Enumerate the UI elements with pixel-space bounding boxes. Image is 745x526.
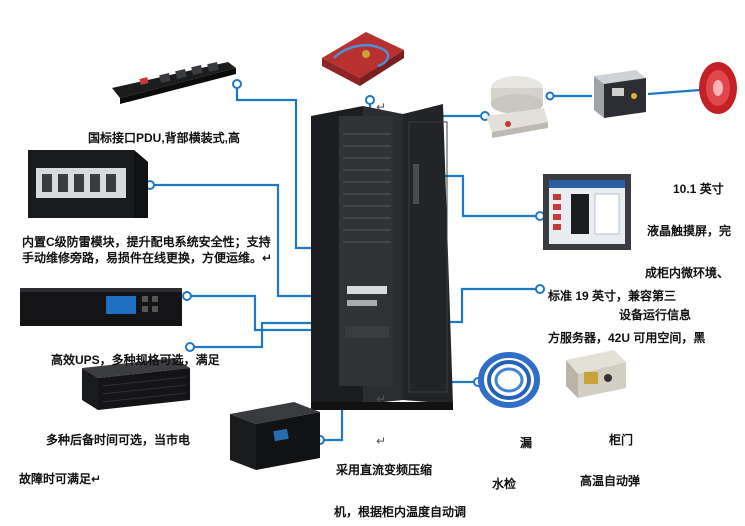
door-label-1: 柜门	[609, 433, 634, 447]
env-label-1: 成柜内微环境、	[645, 266, 730, 280]
pdu-strip-icon	[112, 61, 236, 104]
water-leak-label-1: 漏	[520, 436, 533, 450]
water-sensor-cable-icon	[478, 352, 540, 408]
compressor-label-2: 机，根据柜内温度自动调	[334, 505, 467, 519]
drip-tray-icon	[322, 32, 404, 86]
ups-rack-icon	[20, 288, 182, 326]
line-ups-rack	[190, 321, 346, 349]
std-label-1: 标准 19 英寸，兼容第三	[548, 289, 677, 303]
return-mark: ↵	[376, 434, 387, 448]
compressor-label-1: 采用直流变频压缩	[336, 463, 433, 477]
line-ctrl-alarm	[647, 88, 701, 96]
controller-box-icon	[594, 70, 646, 118]
alarm-light-icon	[699, 62, 737, 114]
env-label-2: 设备运行信息	[619, 308, 692, 322]
backup-label-1: 多种后备时间可选，当市电	[46, 433, 191, 447]
water-leak-label-2: 水检	[492, 477, 517, 491]
smoke-detector-icon	[486, 76, 548, 138]
battery-box-icon	[230, 402, 320, 470]
surge-module-icon	[28, 150, 148, 218]
backup-label-2: 故障时可满足↵	[19, 472, 102, 486]
pdu-label: 国标接口PDU,背部横装式,高	[88, 131, 241, 145]
surge-label: 内置C级防雷模块，提升配电系统安全性；支持手动维修旁路，易损件在线更换，方便运维…	[22, 235, 273, 265]
return-mark: ↵	[376, 392, 387, 406]
cabinet	[311, 104, 453, 410]
return-mark: ↵	[376, 100, 387, 114]
ups-label: 高效UPS，多种规格可选，满足	[51, 353, 220, 367]
screen-label-1: 10.1 英寸	[673, 182, 724, 196]
line-ups	[187, 294, 346, 332]
std-label-2: 方服务器，42U 可用空间，黑	[548, 331, 706, 345]
ups-unit-icon	[82, 358, 190, 410]
screen-label-2: 液晶触摸屏，完	[647, 224, 732, 238]
door-latch-icon	[566, 350, 626, 398]
door-label-2: 高温自动弹	[580, 474, 641, 488]
touchscreen-icon	[543, 174, 631, 250]
